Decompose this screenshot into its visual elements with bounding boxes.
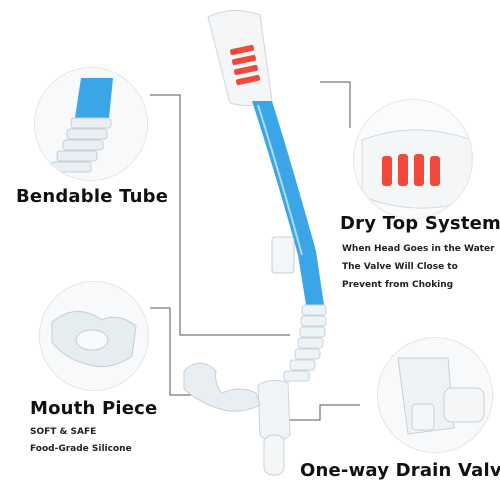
drain-valve-closeup [378,338,492,452]
mouth-piece-closeup [40,282,148,390]
mouth-piece-title: Mouth Piece [30,398,158,419]
dry-top-line-2: The Valve Will Close to [342,262,458,272]
dry-top-title: Dry Top System [340,213,500,234]
mouth-piece-line-1: SOFT & SAFE [30,427,97,437]
dry-top-line-1: When Head Goes in the Water [342,244,495,254]
bendable-tube-title: Bendable Tube [16,186,169,207]
drain-valve-title: One-way Drain Valve [300,460,500,481]
snorkel-product-image [183,10,327,476]
bendable-tube-closeup [35,68,147,180]
dry-top-line-3: Prevent from Choking [342,280,454,290]
mouth-piece-line-2: Food-Grade Silicone [30,444,132,454]
dry-top-closeup [354,100,472,218]
